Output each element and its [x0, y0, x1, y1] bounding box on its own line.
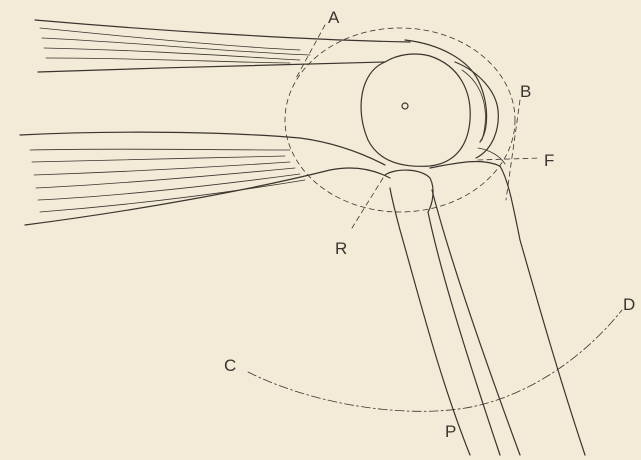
label-p: P	[445, 422, 456, 441]
radius-shaft-left	[400, 230, 470, 455]
condyle-center-point	[402, 103, 408, 109]
ulna-olecranon	[430, 162, 520, 240]
muscle-striation-1	[30, 149, 290, 150]
condyle-outline	[361, 54, 470, 166]
label-c: C	[224, 356, 236, 375]
trochlea-inner-line	[462, 70, 485, 140]
leader-r	[352, 178, 383, 228]
ulna-shaft-left	[432, 190, 520, 455]
leader-b	[506, 100, 520, 200]
leader-a	[295, 25, 325, 80]
radius-bone	[385, 170, 500, 455]
humerus-top-edge	[35, 20, 410, 42]
leader-f	[478, 158, 540, 160]
humeral-condyle	[361, 54, 498, 166]
muscle-upper-edge	[20, 132, 385, 165]
ulna-shaft-right	[520, 240, 585, 455]
muscle-striation-4	[36, 168, 295, 188]
radius-shaft-right	[428, 212, 500, 455]
muscle-lower-edge	[25, 168, 390, 225]
humerus-striation-4	[46, 58, 290, 63]
radius-head	[385, 170, 433, 212]
forearm-muscles	[20, 132, 390, 225]
label-b: B	[520, 82, 531, 101]
humerus-outer-curve	[405, 40, 487, 142]
label-f: F	[544, 151, 554, 170]
humerus-inner-edge	[38, 62, 385, 72]
humerus	[35, 20, 487, 142]
humerus-striation-1	[40, 28, 300, 50]
muscle-striation-3	[34, 162, 290, 175]
label-r: R	[335, 239, 347, 258]
label-a: A	[328, 8, 340, 27]
label-d: D	[623, 295, 635, 314]
muscle-striation-2	[32, 156, 285, 162]
radius-neck-left	[390, 188, 400, 230]
